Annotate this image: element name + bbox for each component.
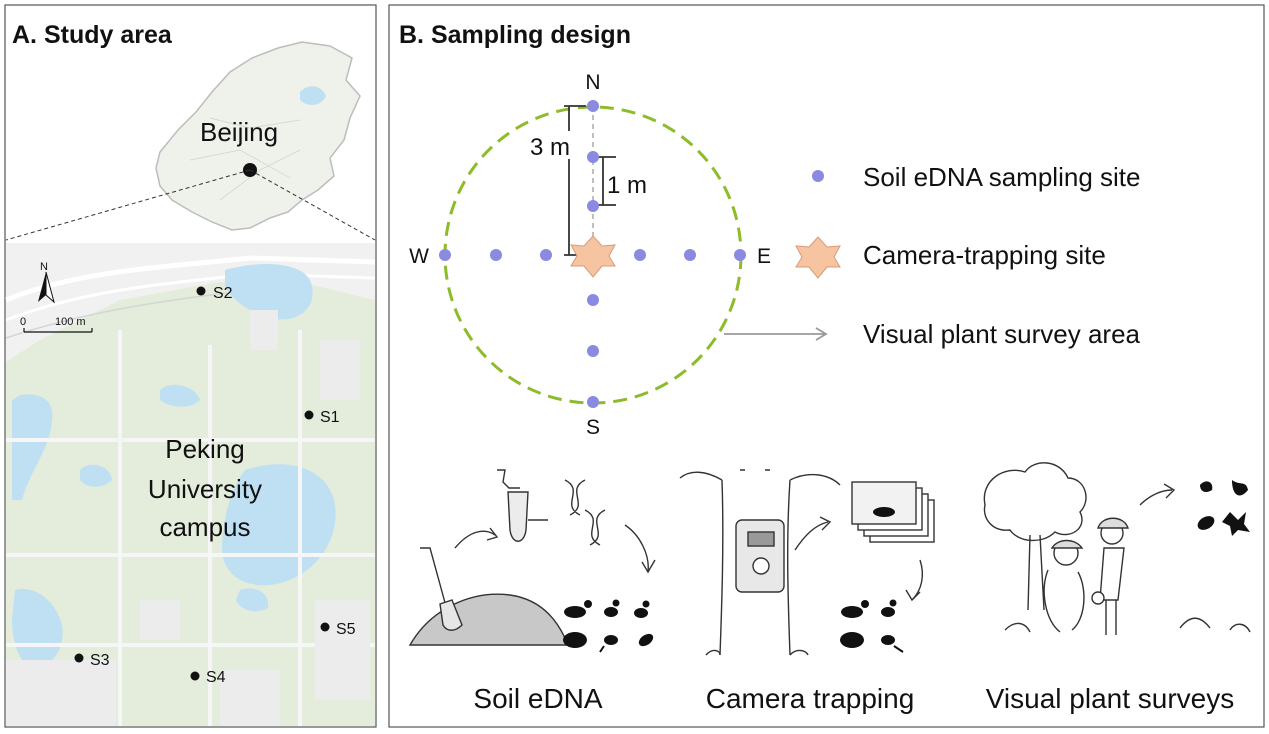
soil-point <box>490 249 502 261</box>
legend-camera-star <box>795 236 841 279</box>
plant-species-icons <box>1197 480 1250 536</box>
dimension-1m <box>598 156 616 206</box>
campus-label-line-3: campus <box>159 512 250 542</box>
north-arrow <box>38 271 55 304</box>
soil-point <box>540 249 552 261</box>
soil-point <box>587 294 599 306</box>
legend-plant-label: Visual plant survey area <box>863 319 1141 349</box>
camera-species-icons <box>840 599 904 653</box>
method-soil-edna-label: Soil eDNA <box>473 683 602 714</box>
campus-label-line-2: University <box>148 474 262 504</box>
site-s2-label: S2 <box>213 285 233 302</box>
site-s3-marker <box>74 653 84 663</box>
scale-start-label: 0 <box>20 316 26 328</box>
campus-label-line-1: Peking <box>165 434 245 464</box>
method-camera-trapping-label: Camera trapping <box>706 683 915 714</box>
compass-east: E <box>757 245 771 268</box>
soil-point <box>587 345 599 357</box>
beijing-map <box>155 41 361 231</box>
soil-point <box>634 249 646 261</box>
dim-1m-label: 1 m <box>607 172 647 199</box>
scale-end-label: 100 m <box>55 316 86 328</box>
site-s4-marker <box>190 671 200 681</box>
method-plant-surveys-label: Visual plant surveys <box>986 683 1235 714</box>
soil-edna-species-icons <box>563 599 654 653</box>
soil-point <box>439 249 451 261</box>
soil-sampling-points <box>439 100 746 408</box>
site-s2-marker <box>196 286 206 296</box>
soil-edna-illustration <box>408 469 656 646</box>
north-label: N <box>40 261 48 273</box>
plant-survey-illustration <box>983 462 1251 635</box>
legend-plant-arrow <box>724 327 828 341</box>
compass-west: W <box>409 245 429 268</box>
compass-north: N <box>585 71 600 94</box>
zoom-line-right <box>249 169 376 241</box>
compass-south: S <box>586 416 600 439</box>
camera-photo-cat-icon <box>873 507 895 517</box>
camera-trapping-illustration <box>679 469 935 656</box>
site-s5-label: S5 <box>336 621 356 638</box>
site-s1-label: S1 <box>320 409 340 426</box>
soil-point <box>587 151 599 163</box>
legend-soil-label: Soil eDNA sampling site <box>863 162 1140 192</box>
dim-3m-label-bg <box>526 131 582 159</box>
soil-point <box>734 249 746 261</box>
campus-map <box>5 243 376 726</box>
site-s5-marker <box>320 622 330 632</box>
panel-b-title: B. Sampling design <box>399 21 631 49</box>
soil-point <box>684 249 696 261</box>
panel-a-title: A. Study area <box>12 21 173 49</box>
site-s1-marker <box>304 410 314 420</box>
dim-3m-label: 3 m <box>530 134 570 161</box>
soil-point <box>587 396 599 408</box>
soil-point <box>587 200 599 212</box>
camera-site-star <box>570 235 616 278</box>
site-s3-label: S3 <box>90 652 110 669</box>
zoom-line-left <box>5 169 251 241</box>
legend-camera-label: Camera-trapping site <box>863 240 1106 270</box>
site-s4-label: S4 <box>206 669 226 686</box>
beijing-label: Beijing <box>200 117 278 147</box>
legend-soil-marker <box>812 170 824 182</box>
soil-point <box>587 100 599 112</box>
